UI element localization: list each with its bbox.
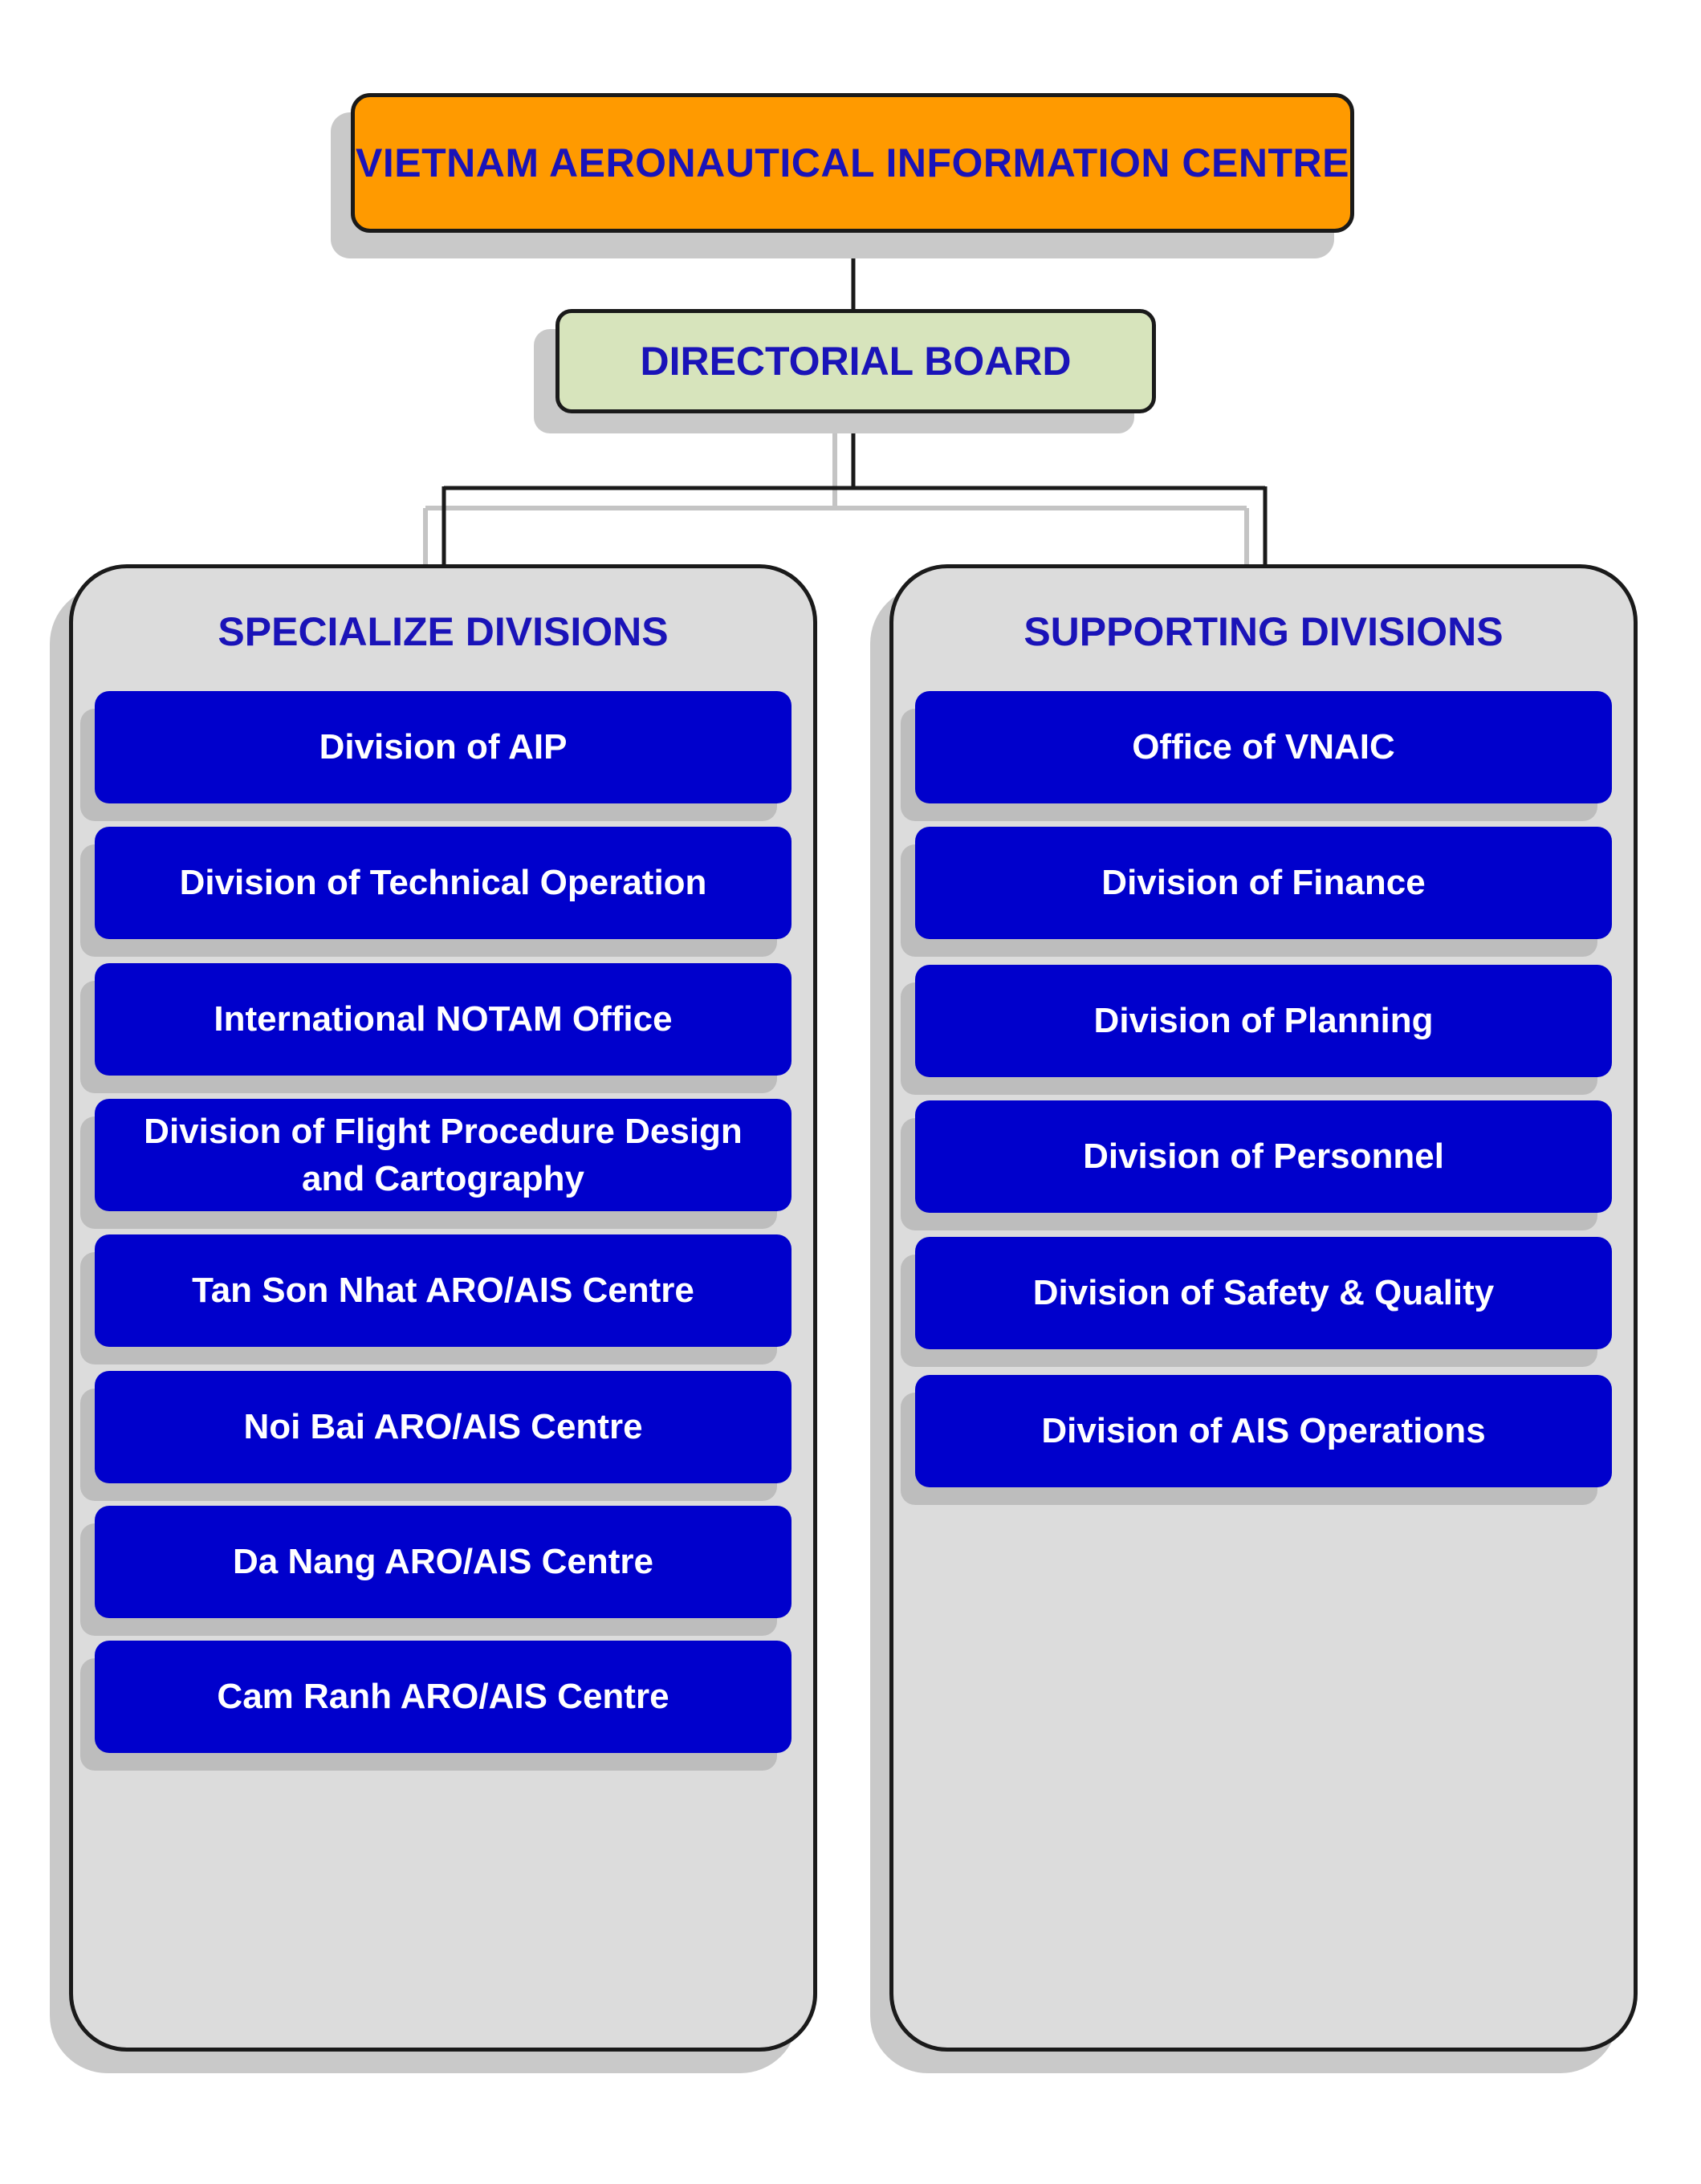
left-division-item: Da Nang ARO/AIS Centre (95, 1506, 791, 1618)
org-root-title: VIETNAM AERONAUTICAL INFORMATION CENTRE (356, 140, 1349, 185)
left-division-item: International NOTAM Office (95, 963, 791, 1076)
right-division-item: Division of AIS Operations (915, 1375, 1612, 1487)
left-division-item: Tan Son Nhat ARO/AIS Centre (95, 1234, 791, 1347)
left-division-item: Division of Flight Procedure Design and … (95, 1099, 791, 1211)
left-division-item: Cam Ranh ARO/AIS Centre (95, 1641, 791, 1753)
right-division-item: Office of VNAIC (915, 691, 1612, 803)
supporting-divisions-title: SUPPORTING DIVISIONS (1023, 609, 1504, 654)
right-division-item: Division of Personnel (915, 1100, 1612, 1213)
specialize-divisions-panel: SPECIALIZE DIVISIONS Division of AIP Divi… (69, 564, 817, 2052)
org-root-box: VIETNAM AERONAUTICAL INFORMATION CENTRE (351, 93, 1354, 233)
left-division-item: Noi Bai ARO/AIS Centre (95, 1371, 791, 1483)
right-division-item: Division of Planning (915, 965, 1612, 1077)
specialize-divisions-title: SPECIALIZE DIVISIONS (218, 609, 669, 654)
right-division-item: Division of Finance (915, 827, 1612, 939)
supporting-divisions-panel: SUPPORTING DIVISIONS Office of VNAIC Divi… (889, 564, 1638, 2052)
directorial-board-title: DIRECTORIAL BOARD (640, 339, 1072, 384)
directorial-board-box: DIRECTORIAL BOARD (555, 309, 1156, 413)
right-division-item: Division of Safety & Quality (915, 1237, 1612, 1349)
left-division-item: Division of AIP (95, 691, 791, 803)
left-division-item: Division of Technical Operation (95, 827, 791, 939)
